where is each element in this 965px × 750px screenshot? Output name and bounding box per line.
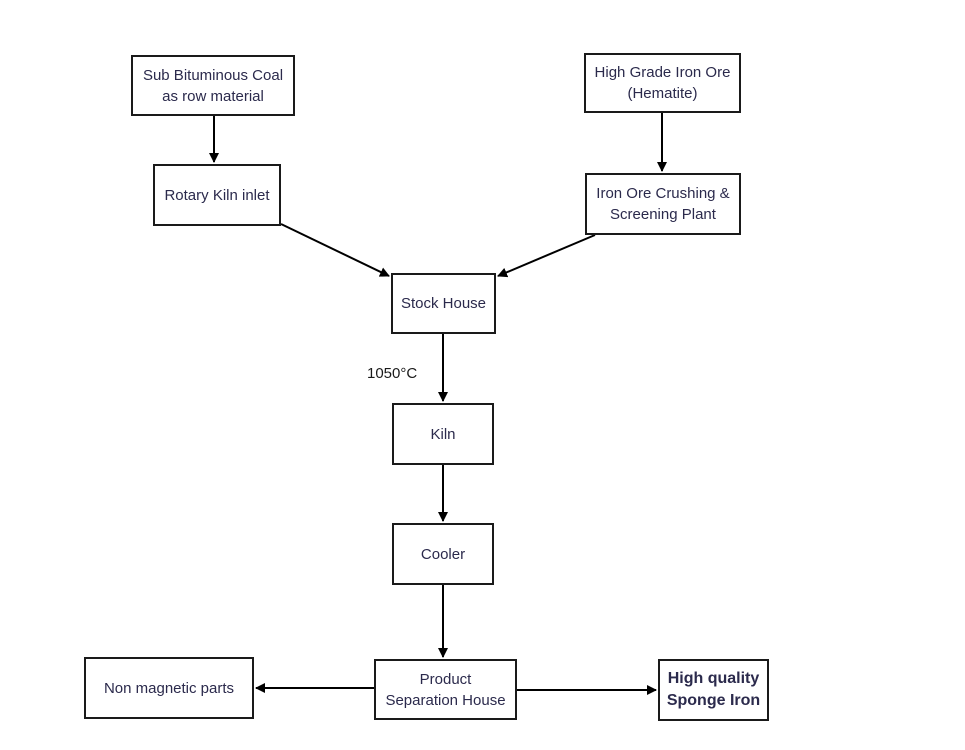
node-crushing-line2: Screening Plant	[610, 206, 716, 223]
node-high-grade-iron-ore: High Grade Iron Ore (Hematite)	[584, 53, 741, 113]
node-high-quality-sponge-iron: High quality Sponge Iron	[658, 659, 769, 721]
node-stock-house-label: Stock House	[400, 295, 487, 312]
arrow-crushing-to-stock-house	[497, 234, 596, 278]
node-crushing-line1: Iron Ore Crushing &	[596, 185, 730, 202]
node-kiln-label: Kiln	[430, 425, 456, 443]
node-kiln: Kiln	[392, 403, 494, 465]
node-product-separation-house: Product Separation House	[374, 659, 517, 720]
edge-label-temperature: 1050°C	[367, 365, 418, 382]
node-coal-line2: as row material	[162, 87, 264, 105]
node-rotary-kiln-inlet: Rotary Kiln inlet	[153, 164, 281, 226]
node-non-magnetic-label: Non magnetic parts	[103, 679, 235, 697]
node-iron-ore-crushing-screening: Iron Ore Crushing & Screening Plant	[585, 173, 741, 235]
arrow-rotary-kiln-to-stock-house	[280, 223, 390, 277]
node-sponge-iron-line2: Sponge Iron	[666, 692, 761, 709]
node-sponge-iron-line1: High quality	[667, 670, 760, 687]
node-non-magnetic-parts: Non magnetic parts	[84, 657, 254, 719]
node-ore-line2: (Hematite)	[627, 85, 698, 102]
node-cooler-label: Cooler	[420, 545, 466, 563]
node-stock-house: Stock House	[391, 273, 496, 334]
node-separation-line1: Product	[419, 670, 472, 688]
node-cooler: Cooler	[392, 523, 494, 585]
node-separation-line2: Separation House	[385, 691, 506, 709]
node-ore-line1: High Grade Iron Ore	[594, 64, 731, 81]
node-sub-bituminous-coal: Sub Bituminous Coal as row material	[131, 55, 295, 116]
node-coal-line1: Sub Bituminous Coal	[142, 66, 284, 84]
node-rotary-kiln-inlet-label: Rotary Kiln inlet	[164, 186, 270, 204]
